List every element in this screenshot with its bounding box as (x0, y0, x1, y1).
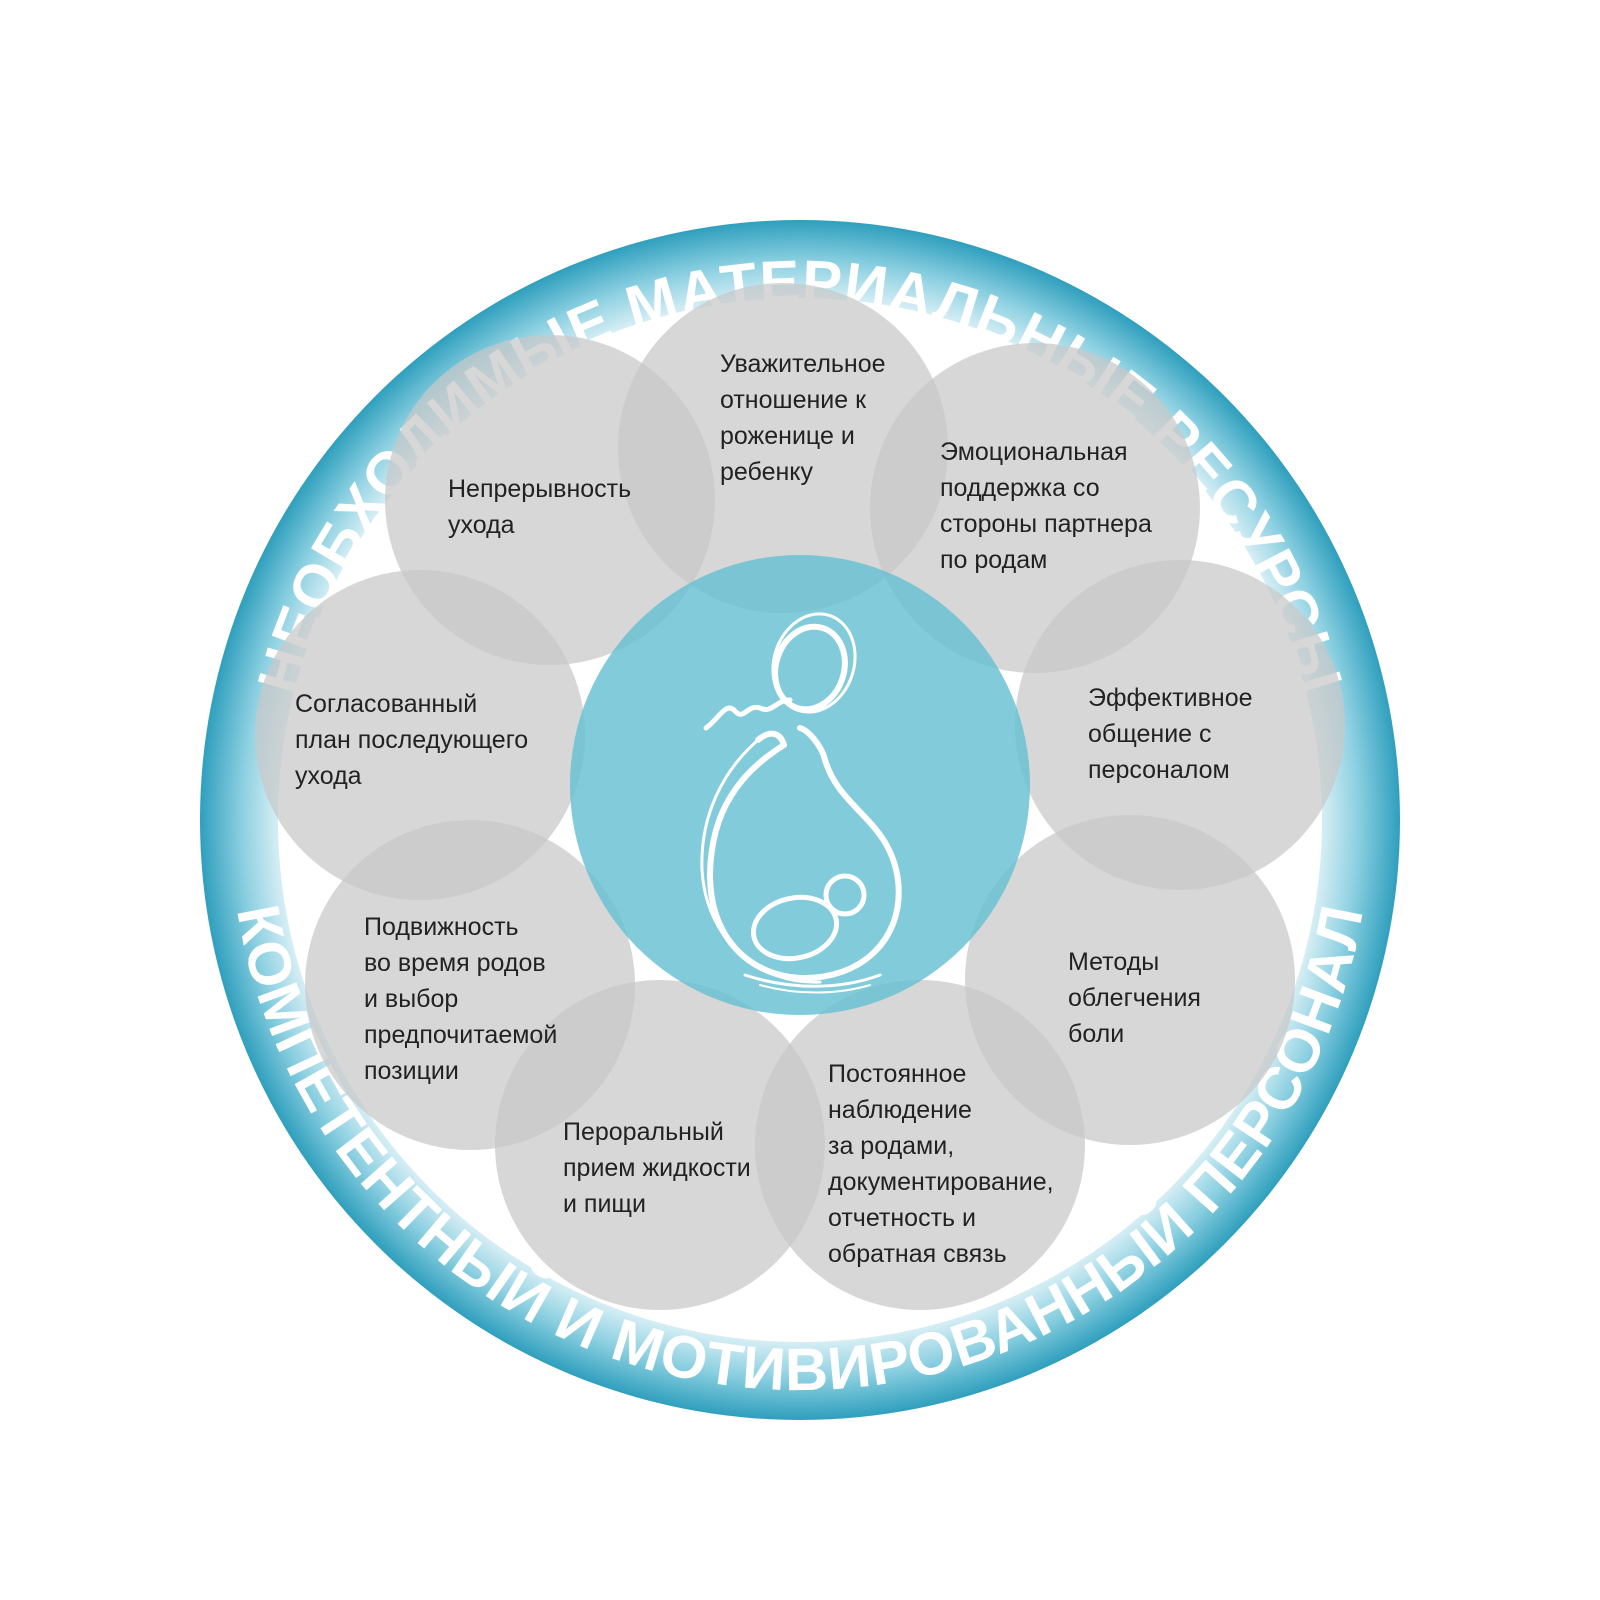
label-care-plan: Согласованный план последующего ухода (295, 690, 535, 790)
petal-communication (1015, 560, 1345, 890)
label-communication: Эффективное общение с персоналом (1088, 684, 1260, 784)
label-mobility: Подвижность во время родов и выбор предп… (364, 913, 564, 1085)
petal-labels: Уважительное отношение к роженице и ребе… (295, 350, 1260, 1268)
petal-continuity (385, 335, 715, 665)
label-respect: Уважительное отношение к роженице и ребе… (720, 350, 893, 486)
label-pain-relief: Методы облегчения боли (1068, 948, 1208, 1048)
petal-circles (255, 283, 1345, 1310)
center-circle (570, 555, 1030, 1015)
petal-monitoring (755, 980, 1085, 1310)
label-emotional: Эмоциональная поддержка со стороны партн… (940, 438, 1159, 574)
pregnant-woman-icon (700, 612, 902, 994)
label-oral-intake: Пероральный прием жидкости и пищи (563, 1118, 758, 1218)
label-continuity: Непрерывность ухода (448, 475, 638, 539)
label-monitoring: Постоянное наблюдение за родами, докумен… (828, 1060, 1061, 1268)
petal-mobility (305, 820, 635, 1150)
